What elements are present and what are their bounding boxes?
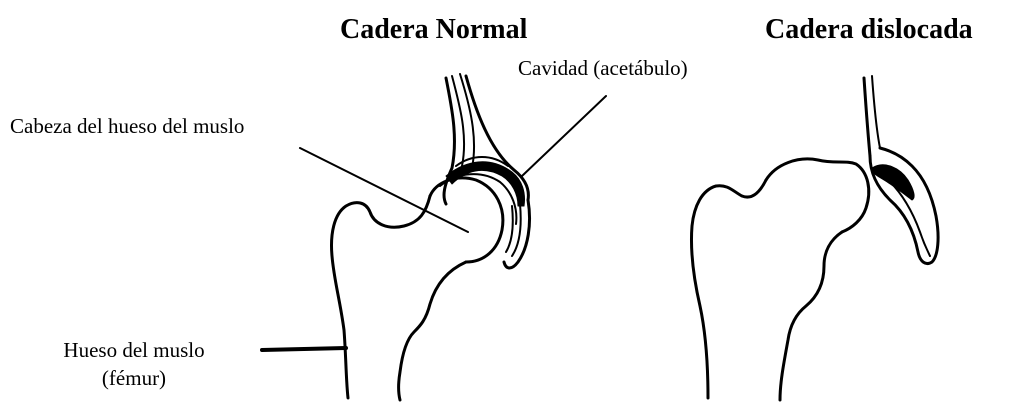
dislocated-hip-drawing [691, 76, 938, 400]
femur-label: Hueso del muslo [34, 340, 234, 361]
normal-hip-drawing [262, 74, 606, 400]
normal-hip-title: Cadera Normal [340, 16, 527, 44]
dislocated-pelvis [864, 76, 938, 264]
normal-femur [332, 178, 503, 400]
normal-pelvis [440, 74, 530, 268]
femur-label-sub: (fémur) [34, 368, 234, 389]
femoral-head-label: Cabeza del hueso del muslo [10, 116, 244, 137]
dislocated-hip-title: Cadera dislocada [765, 16, 973, 44]
acetabulum-label: Cavidad (acetábulo) [518, 58, 688, 79]
dislocated-femur [691, 159, 868, 400]
leader-lines [262, 96, 606, 350]
